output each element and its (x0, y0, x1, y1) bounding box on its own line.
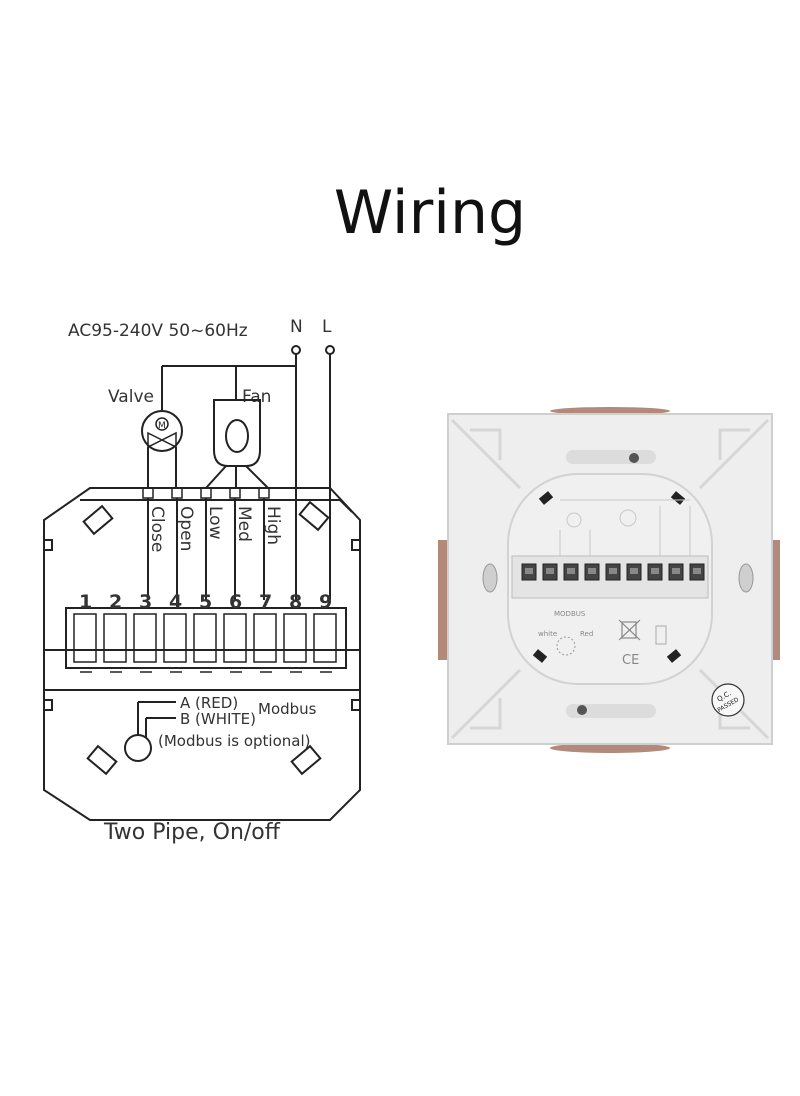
modbus-b-label: B (WHITE) (180, 710, 256, 728)
terminal-numbers: 1 2 3 4 5 6 7 8 9 (79, 591, 332, 613)
page-title: Wiring (333, 178, 527, 248)
modbus-optional-note: (Modbus is optional) (158, 732, 311, 750)
modbus-a-label: A (RED) (180, 694, 238, 712)
thermostat-housing (43, 487, 361, 821)
terminal-label-high: High (263, 506, 283, 545)
rim-left (438, 540, 448, 660)
rim-right (770, 540, 780, 660)
terminal-number-4: 4 (169, 591, 182, 613)
photo-white-label: white (538, 630, 557, 638)
terminal-label-close: Close (147, 506, 167, 552)
terminal-function-labels: Close Open Low Med High (147, 506, 283, 552)
terminal-number-2: 2 (109, 591, 122, 613)
terminal-number-5: 5 (199, 591, 212, 613)
terminal-block (65, 607, 347, 669)
terminal-label-low: Low (205, 506, 225, 540)
modbus-port (124, 734, 152, 762)
terminal-label-med: Med (234, 506, 254, 542)
terminal-number-6: 6 (229, 591, 242, 613)
terminal-screws (73, 613, 337, 663)
power-label: AC95-240V 50~60Hz (68, 321, 248, 341)
valve-icon: M (141, 410, 183, 452)
fan-icon (213, 399, 261, 467)
wiring-diagram: AC95-240V 50~60Hz N L Valve M Fan (43, 317, 361, 821)
terminal-number-1: 1 (79, 591, 92, 613)
qc-sticker: Q.C. PASSED (711, 683, 745, 717)
live-terminal (325, 345, 335, 355)
terminal-number-3: 3 (139, 591, 152, 613)
terminal-number-7: 7 (259, 591, 272, 613)
photo-red-label: Red (580, 630, 593, 638)
photo-modbus-port (556, 636, 576, 656)
ip-icon (655, 625, 667, 645)
ce-mark: CE (622, 653, 639, 668)
top-terminal-slots (142, 487, 270, 499)
side-hole-left (482, 563, 498, 593)
valve-label: Valve (108, 387, 154, 407)
live-label: L (322, 317, 332, 337)
weee-bin-icon (618, 619, 641, 641)
photo-modbus-label: MODBUS (554, 610, 586, 618)
mount-slot-top (566, 450, 656, 464)
terminal-number-8: 8 (289, 591, 302, 613)
fan-label: Fan (242, 387, 271, 407)
side-hole-right (738, 563, 754, 593)
wiring-caption: Two Pipe, On/off (104, 820, 280, 845)
thermostat-back-photo: MODBUS white Red CE Q.C. PASSED (438, 407, 780, 753)
neutral-terminal (291, 345, 301, 355)
terminal-number-9: 9 (319, 591, 332, 613)
modbus-label: Modbus (258, 700, 317, 718)
valve-motor-symbol: M (158, 421, 166, 431)
neutral-label: N (290, 317, 303, 337)
mount-slot-bottom (566, 704, 656, 718)
terminal-label-open: Open (176, 506, 196, 551)
